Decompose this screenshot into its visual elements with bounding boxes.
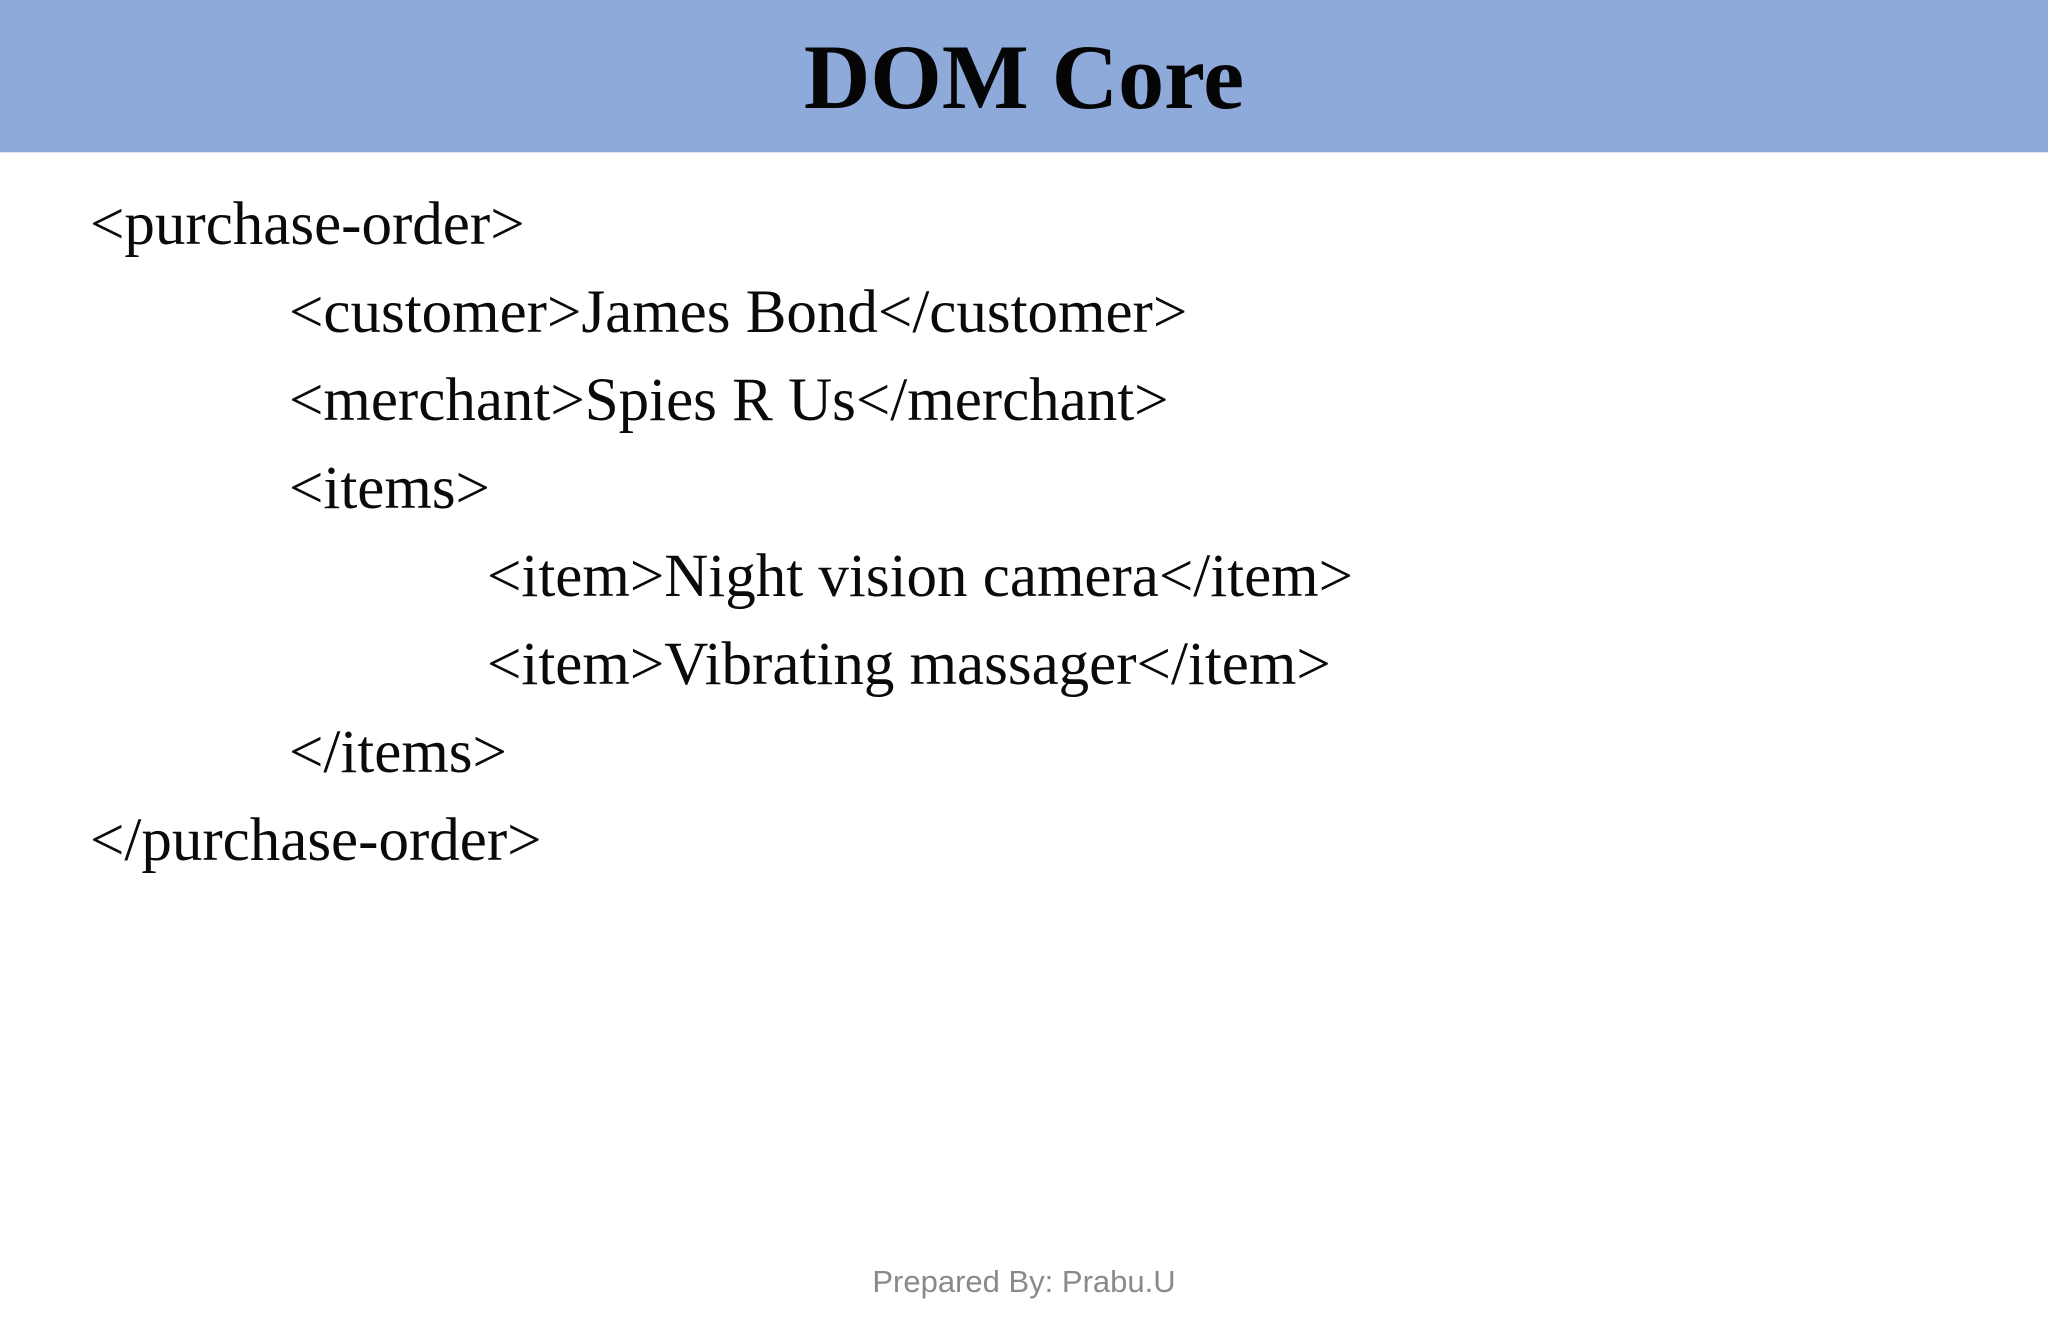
xml-code-line: </items> (289, 719, 507, 786)
xml-code-line: <item>Night vision camera</item> (487, 543, 1354, 610)
xml-code-line: <items> (289, 455, 490, 522)
xml-code-block: <purchase-order> <customer>James Bond</cu… (90, 181, 2008, 885)
xml-code-line: <customer>James Bond</customer> (289, 279, 1188, 346)
xml-code-line: <purchase-order> (90, 191, 525, 258)
footer-credit: Prepared By: Prabu.U (872, 1264, 1176, 1299)
xml-code-line: </purchase-order> (90, 807, 542, 874)
slide-title: DOM Core (803, 26, 1245, 128)
slide-title-bar: DOM Core (0, 0, 2048, 153)
xml-code-line: <merchant>Spies R Us</merchant> (289, 367, 1169, 434)
xml-code-line: <item>Vibrating massager</item> (487, 631, 1331, 698)
